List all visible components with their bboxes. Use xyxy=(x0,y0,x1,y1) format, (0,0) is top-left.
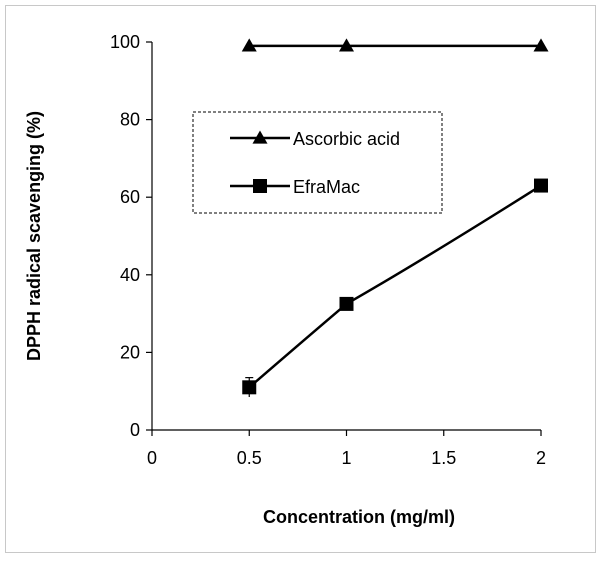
x-tick-label: 0.5 xyxy=(237,448,262,468)
y-axis-title: DPPH radical scavenging (%) xyxy=(24,111,44,361)
y-tick-label: 40 xyxy=(120,265,140,285)
legend-marker xyxy=(252,130,268,144)
legend-label: Ascorbic acid xyxy=(293,129,400,149)
data-point xyxy=(339,296,354,311)
x-tick-label: 2 xyxy=(536,448,546,468)
legend-entry: Ascorbic acid xyxy=(230,129,400,149)
series-layer xyxy=(241,38,549,398)
x-axis-title: Concentration (mg/ml) xyxy=(263,507,455,527)
x-tick-label: 0 xyxy=(147,448,157,468)
x-tick-label: 1 xyxy=(341,448,351,468)
legend-label: EfraMac xyxy=(293,177,360,197)
series-ascorbic-acid xyxy=(241,38,549,52)
data-point xyxy=(241,38,257,52)
y-tick-label: 20 xyxy=(120,342,140,362)
data-point xyxy=(242,380,257,395)
chart-frame xyxy=(5,5,596,553)
x-tick-label: 1.5 xyxy=(431,448,456,468)
series-eframac xyxy=(242,178,548,398)
axes xyxy=(146,41,542,436)
data-point xyxy=(534,178,548,193)
data-point xyxy=(339,38,354,52)
y-tick-label: 100 xyxy=(110,32,140,52)
tick-labels: 0 20 40 60 80 100 0 0.5 1 1.5 2 xyxy=(110,32,546,468)
y-tick-label: 0 xyxy=(130,420,140,440)
legend-box xyxy=(192,111,443,214)
legend-marker xyxy=(253,179,267,193)
series-line xyxy=(248,184,542,389)
y-tick-label: 60 xyxy=(120,187,140,207)
y-tick-label: 80 xyxy=(120,110,140,130)
data-point xyxy=(533,38,549,52)
legend-entry: EfraMac xyxy=(230,177,360,197)
